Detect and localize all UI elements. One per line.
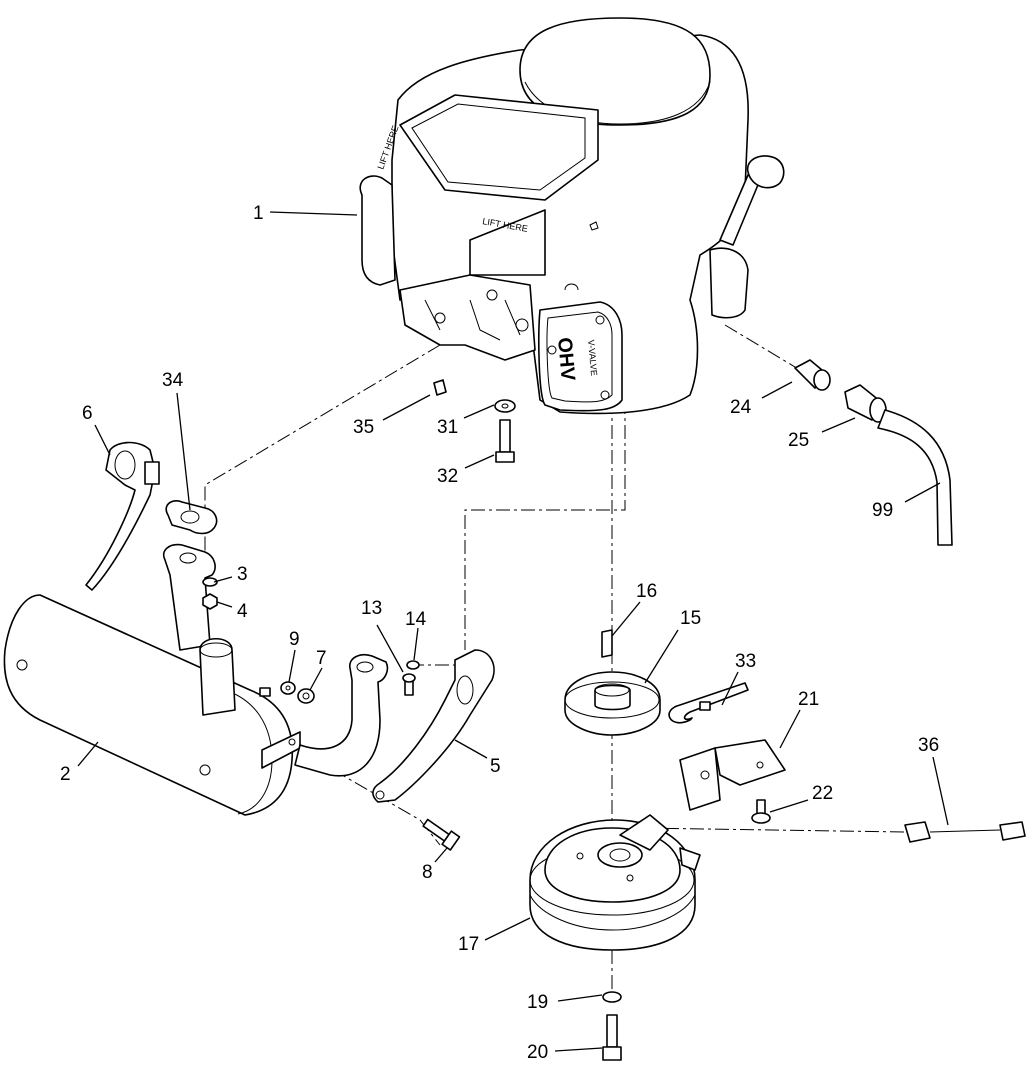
label-32: 32 xyxy=(437,466,458,487)
label-25: 25 xyxy=(788,430,809,451)
label-6: 6 xyxy=(82,403,93,424)
part-17-clutch xyxy=(529,814,701,951)
part-14-washer xyxy=(406,660,420,670)
ohv-marking: OHV xyxy=(553,337,579,383)
label-15: 15 xyxy=(680,608,701,629)
part-8-bolt xyxy=(422,818,461,851)
valve-cover xyxy=(538,301,623,412)
part-5-bracket xyxy=(372,649,495,803)
part-9-spacer xyxy=(280,681,296,695)
part-16-key xyxy=(601,629,613,658)
part-24-fitting xyxy=(794,359,831,391)
label-8: 8 xyxy=(422,862,433,883)
label-31: 31 xyxy=(437,417,458,438)
label-36: 36 xyxy=(918,735,939,756)
label-24: 24 xyxy=(730,397,752,418)
label-21: 21 xyxy=(798,689,819,710)
part-25-hose-connector xyxy=(844,384,887,423)
part-7-washer xyxy=(297,688,315,704)
v-valve-marking: V-VALVE xyxy=(586,339,599,376)
part-99-fuel-hose xyxy=(877,409,953,546)
engine-assembly: LIFT HERE LIFT HERE OHV V-VALVE xyxy=(359,17,785,415)
label-19: 19 xyxy=(527,992,548,1013)
part-21-bracket xyxy=(679,739,786,811)
part-32-bolt xyxy=(495,419,515,463)
label-1: 1 xyxy=(253,203,264,224)
label-2: 2 xyxy=(60,764,71,785)
label-33: 33 xyxy=(735,651,756,672)
part-22-screw xyxy=(751,799,771,824)
part-33-cable-tie xyxy=(668,682,749,724)
label-34: 34 xyxy=(162,370,184,391)
label-5: 5 xyxy=(490,756,501,777)
leader-lines xyxy=(77,211,949,1052)
lift-panel xyxy=(399,94,599,201)
exhaust-pipe-front xyxy=(294,653,389,777)
part-31-washer xyxy=(494,399,516,413)
carburetor-assembly xyxy=(399,274,536,361)
part-35-clip xyxy=(433,379,447,396)
part-number-labels: 1 34 6 35 31 32 24 25 99 3 4 16 13 14 15… xyxy=(60,203,939,1063)
label-4: 4 xyxy=(237,601,248,622)
label-3: 3 xyxy=(237,564,248,585)
label-7: 7 xyxy=(316,648,327,669)
dipstick-cap xyxy=(746,155,785,189)
label-20: 20 xyxy=(527,1042,548,1063)
label-13: 13 xyxy=(361,598,382,619)
label-17: 17 xyxy=(458,934,479,955)
part-15-pulley xyxy=(564,671,661,736)
label-35: 35 xyxy=(353,417,374,438)
air-intake xyxy=(359,175,396,286)
part-2-muffler xyxy=(3,543,301,816)
part-20-bolt xyxy=(602,1014,622,1061)
part-4-nut xyxy=(202,593,218,610)
label-9: 9 xyxy=(289,629,300,650)
label-14: 14 xyxy=(405,609,427,630)
label-16: 16 xyxy=(636,581,657,602)
part-6-bracket xyxy=(85,441,160,591)
part-34-gasket xyxy=(165,500,218,535)
label-22: 22 xyxy=(812,783,833,804)
part-36-wire-harness xyxy=(904,821,1026,843)
exhaust-pipe-rear xyxy=(163,543,216,651)
part-3-washer xyxy=(202,577,218,587)
label-99: 99 xyxy=(872,500,893,521)
part-13-bolt xyxy=(402,673,416,696)
part-19-washer xyxy=(602,991,622,1003)
